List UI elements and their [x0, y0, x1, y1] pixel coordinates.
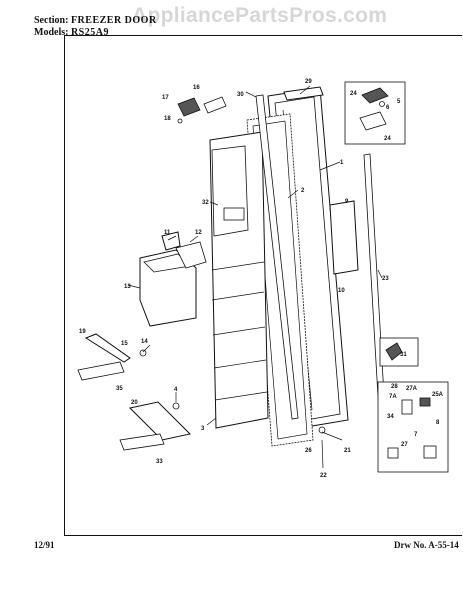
section-label: Section:	[34, 15, 69, 26]
hinge-parts	[177, 96, 227, 124]
callout-31: 31	[400, 352, 407, 358]
callout-28: 28	[391, 384, 398, 390]
callout-35: 35	[116, 386, 123, 392]
callout-33: 33	[156, 459, 163, 465]
models-label: Models:	[34, 27, 69, 38]
callout-23: 23	[382, 276, 389, 282]
callout-25a: 25A	[432, 392, 444, 398]
callout-20: 20	[131, 400, 138, 406]
callout-30: 30	[237, 92, 244, 98]
callout-24b: 24	[384, 136, 391, 142]
callout-27a: 27A	[406, 386, 418, 392]
leader-lines	[127, 85, 383, 469]
callout-15: 15	[121, 341, 128, 347]
callout-17: 17	[162, 95, 169, 101]
models-header: Models: RS25A9	[34, 27, 109, 38]
callout-12: 12	[195, 230, 202, 236]
callout-21: 21	[344, 448, 351, 454]
callout-10: 10	[338, 288, 345, 294]
door-bins	[77, 333, 192, 451]
callout-18: 18	[164, 116, 171, 122]
section-header: Section: FREEZER DOOR	[34, 15, 157, 26]
callout-26: 26	[305, 448, 312, 454]
section-value: FREEZER DOOR	[70, 15, 157, 26]
hardware-kit-box	[377, 381, 449, 473]
callout-32: 32	[202, 200, 209, 206]
drawing-number: Drw No. A-55-14	[394, 540, 459, 550]
panel-9	[329, 200, 359, 275]
hinge-kit-box	[344, 81, 406, 145]
footer-date: 12/91	[34, 540, 55, 550]
callout-7a: 7A	[389, 394, 397, 400]
callout-6: 6	[386, 105, 390, 111]
callout-1: 1	[340, 160, 344, 166]
diagram-frame	[64, 35, 462, 536]
dispenser-assembly	[139, 231, 207, 327]
models-value: RS25A9	[70, 27, 109, 38]
watermark: AppliancePartsPros.com	[132, 4, 388, 27]
callout-16: 16	[193, 85, 200, 91]
bracket-box-31	[379, 337, 419, 367]
callout-9: 9	[345, 199, 349, 205]
callout-11: 11	[164, 230, 171, 236]
callout-5: 5	[397, 99, 401, 105]
callout-19: 19	[79, 329, 86, 335]
callout-3: 3	[201, 426, 205, 432]
screw-14	[139, 349, 147, 357]
top-channel-29	[283, 86, 324, 101]
callout-8: 8	[436, 420, 440, 426]
hinge-pin-21	[318, 426, 326, 434]
callout-34: 34	[387, 414, 394, 420]
door-inner-liner	[209, 131, 269, 429]
callout-22: 22	[320, 473, 327, 479]
callout-4: 4	[174, 387, 178, 393]
callout-14: 14	[141, 339, 148, 345]
trim-strip-30	[255, 94, 299, 420]
callout-13: 13	[124, 284, 131, 290]
callout-24: 24	[350, 91, 357, 97]
screw-4	[172, 402, 180, 410]
callout-27: 27	[401, 442, 408, 448]
callout-labels: 1 2 3 4 5 6 7 7A 8 9 10 11 12 13 14 15 1…	[79, 79, 444, 479]
callout-2: 2	[301, 188, 305, 194]
callout-7: 7	[414, 432, 418, 438]
callout-29: 29	[305, 79, 312, 85]
